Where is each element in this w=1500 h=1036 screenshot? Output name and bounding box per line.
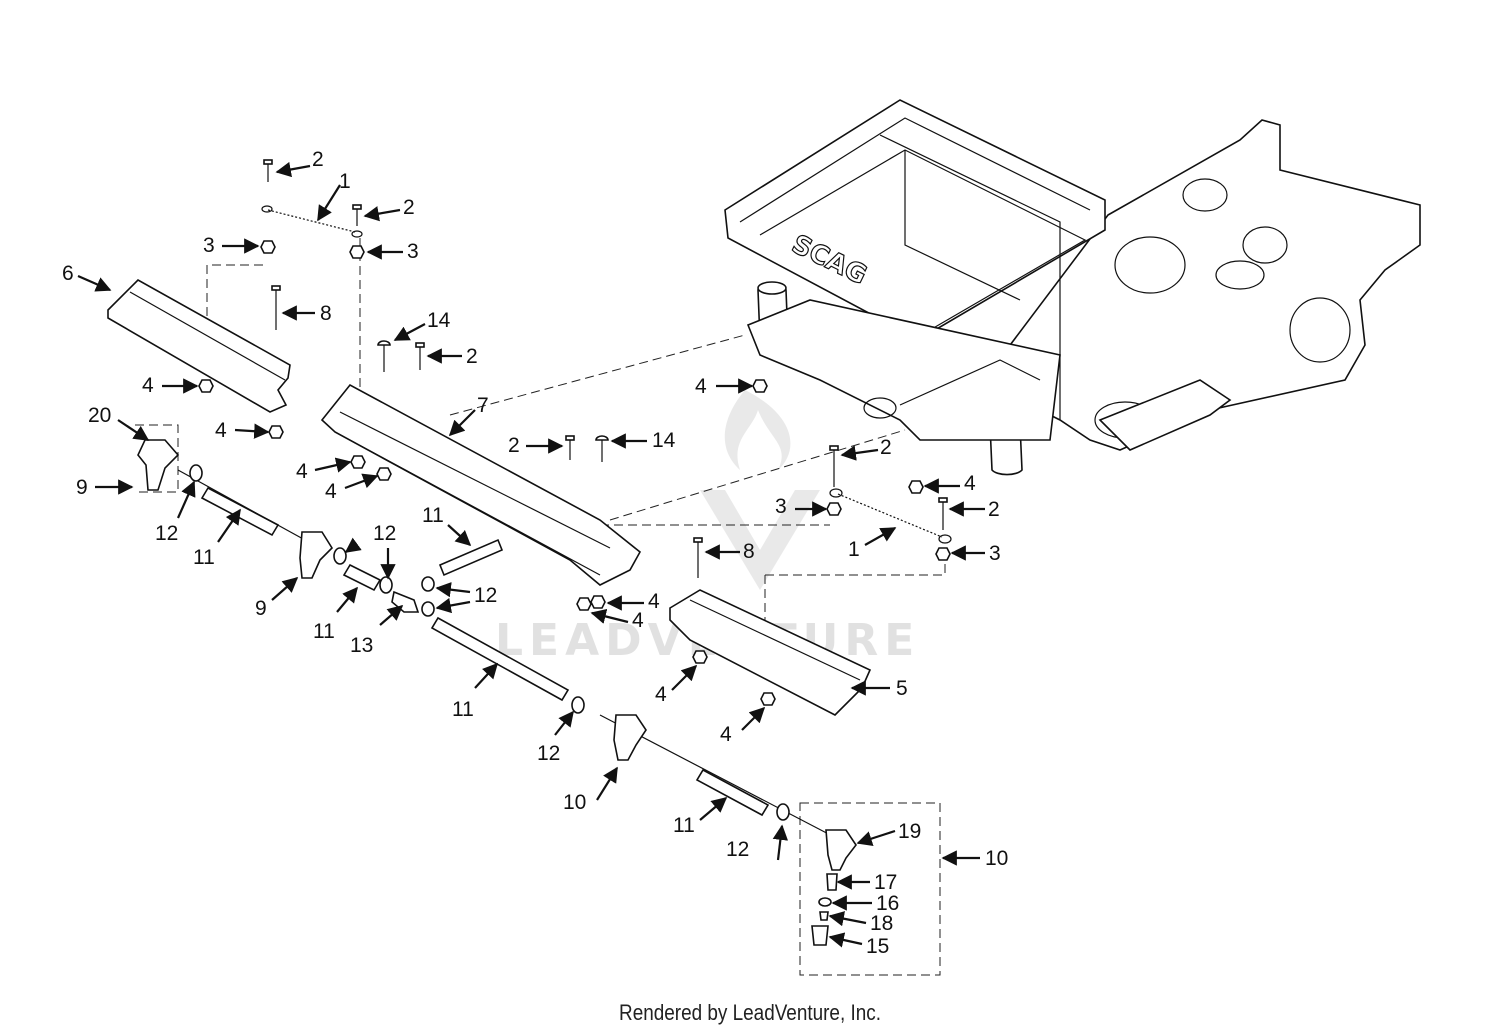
callout-2-bar: 2 [508,434,520,457]
valves [137,439,857,871]
bushings [189,464,790,821]
callout-11-center-low: 11 [313,620,335,643]
callout-arrow [344,537,362,553]
callout-18: 18 [870,912,893,935]
callout-arrow [448,409,476,437]
right-shield [669,589,872,716]
callout-arrow [344,473,379,490]
callout-4-d: 4 [325,480,337,503]
callout-arrow [435,582,471,598]
callout-12-left: 12 [155,522,178,545]
callout-14-right: 14 [652,429,676,452]
callout-3-spring: 3 [775,495,787,518]
callout-2-mid: 2 [466,345,478,368]
alignment-lines [135,238,946,976]
callout-12-center-b: 12 [474,584,497,607]
callout-4-f: 4 [964,472,976,495]
callout-arrow [474,662,499,689]
callout-1-lower: 1 [848,538,860,561]
parts-diagram: LEADVENTURE SCAG [62,99,1421,976]
callout-arrow [217,508,241,543]
callout-9-center: 9 [255,597,267,620]
callout-arrow [271,576,299,601]
callout-17: 17 [874,871,897,894]
callout-arrow [856,829,896,847]
callout-8-upper: 8 [320,302,332,325]
callout-6: 6 [62,262,74,285]
callout-8-lower: 8 [743,540,755,563]
spring-lower [829,488,952,544]
callout-19: 19 [898,820,921,843]
callout-20: 20 [88,404,111,427]
tee-fitting [391,590,420,613]
callout-5: 5 [896,677,908,700]
callout-16: 16 [876,892,899,915]
callout-arrow [336,586,358,613]
callout-arrow [590,608,629,624]
callout-arrow [393,323,426,341]
callout-11-long: 11 [452,698,474,721]
spring-upper [261,205,363,238]
callout-arrow [435,597,471,614]
callout-arrow [864,527,897,546]
callouts: 1 2 2 3 3 6 8 14 2 4 7 20 4 [62,148,1008,958]
callout-14-upper: 14 [427,309,451,332]
callout-arrow [840,445,879,461]
callout-4-e: 4 [695,375,707,398]
callout-1-upper: 1 [339,170,351,193]
callout-arrow [275,161,311,178]
callout-9-left: 9 [76,476,88,499]
callout-arrow [176,480,196,519]
callout-4-j: 4 [720,723,732,746]
flame-watermark-icon [724,390,791,470]
callout-10-box: 10 [985,847,1008,870]
callout-4-i: 4 [655,683,667,706]
callout-4-g: 4 [648,590,660,613]
callout-10-lower: 10 [563,791,586,814]
callout-arrow [554,710,574,736]
callout-arrow [363,206,401,222]
callout-arrow [77,274,112,292]
callout-3-right: 3 [407,240,419,263]
callout-3-left: 3 [203,234,215,257]
left-shield [107,279,291,413]
callout-arrow [772,824,789,861]
callout-12-lower: 12 [537,742,560,765]
callout-15: 15 [866,935,889,958]
callout-arrow [596,766,618,801]
callout-3-lower: 3 [989,542,1001,565]
callout-11-center: 11 [422,504,444,527]
callout-2-upper-right: 2 [403,196,415,219]
callout-11-bottom: 11 [673,814,695,837]
callout-arrow [741,706,766,731]
callout-arrow [117,419,150,441]
callout-4-b: 4 [215,419,227,442]
callout-arrow [234,423,270,439]
callout-arrow [314,457,352,473]
callout-arrow [671,664,698,691]
callout-4-a: 4 [142,374,154,397]
callout-arrow [699,797,728,821]
footer-credit: Rendered by LeadVenture, Inc. [619,1000,881,1025]
callout-2-top: 2 [312,148,324,171]
callout-7: 7 [477,394,489,417]
callout-arrow [447,524,472,547]
callout-2-spring-right: 2 [988,498,1000,521]
callout-arrow [317,184,341,222]
callout-4-c: 4 [296,460,308,483]
callout-2-spring: 2 [880,436,892,459]
callout-13: 13 [350,634,373,657]
nozzle-parts [811,873,838,946]
callout-arrow [828,911,867,927]
bolts [263,159,948,578]
tractor-frame: SCAG [724,99,1421,476]
callout-11-left: 11 [193,546,215,569]
callout-arrow [828,932,863,948]
callout-12-center-a: 12 [373,522,396,545]
callout-12-bottom: 12 [726,838,749,861]
v-watermark-icon [700,490,820,590]
callout-arrow [379,604,404,626]
callout-4-h: 4 [632,609,644,632]
